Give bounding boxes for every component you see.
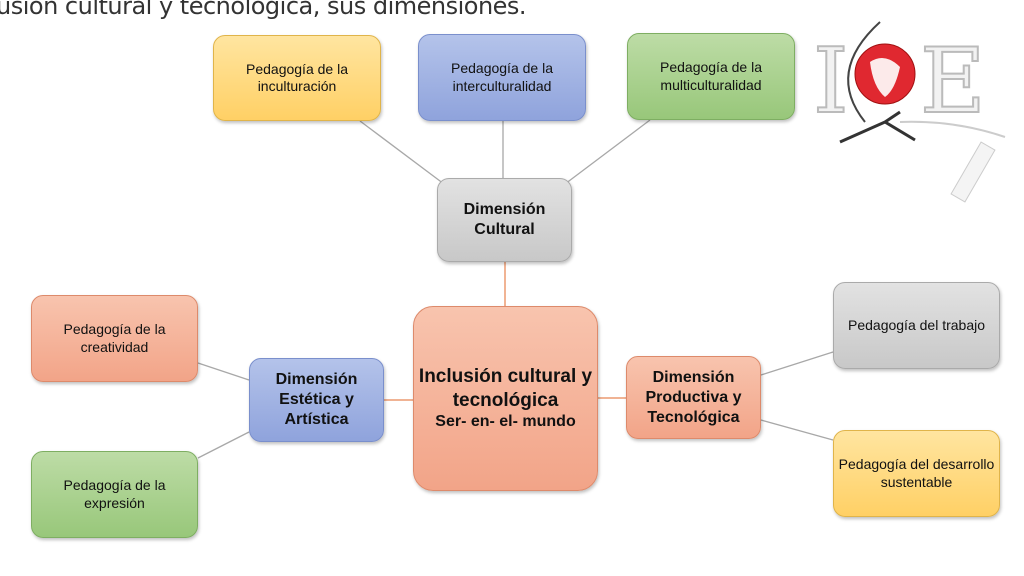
center-title: Inclusión cultural y tecnológica	[418, 365, 593, 411]
connector	[197, 431, 250, 459]
connector	[760, 419, 834, 441]
slide-title: usión cultural y tecnológica, sus dimens…	[0, 0, 527, 20]
svg-text:I: I	[813, 29, 849, 134]
node-dimension-cultural: Dimensión Cultural	[437, 178, 572, 262]
node-inculturacion: Pedagogía de la inculturación	[213, 35, 381, 121]
node-trabajo: Pedagogía del trabajo	[833, 282, 1000, 369]
node-multiculturalidad: Pedagogía de la multiculturalidad	[627, 33, 795, 120]
connector	[760, 351, 834, 376]
ice-logo: I E	[812, 21, 1006, 203]
node-creatividad: Pedagogía de la creatividad	[31, 295, 198, 382]
connector	[359, 120, 445, 185]
node-interculturalidad: Pedagogía de la interculturalidad	[418, 34, 586, 121]
node-dimension-estetica: Dimensión Estética y Artística	[249, 358, 384, 442]
node-sustentable: Pedagogía del desarrollo sustentable	[833, 430, 1000, 517]
node-dimension-productiva: Dimensión Productiva y Tecnológica	[626, 356, 761, 439]
center-subtitle: Ser- en- el- mundo	[435, 413, 576, 431]
connector	[564, 119, 651, 185]
connector	[197, 362, 250, 381]
svg-text:E: E	[920, 29, 986, 134]
node-expresion: Pedagogía de la expresión	[31, 451, 198, 538]
